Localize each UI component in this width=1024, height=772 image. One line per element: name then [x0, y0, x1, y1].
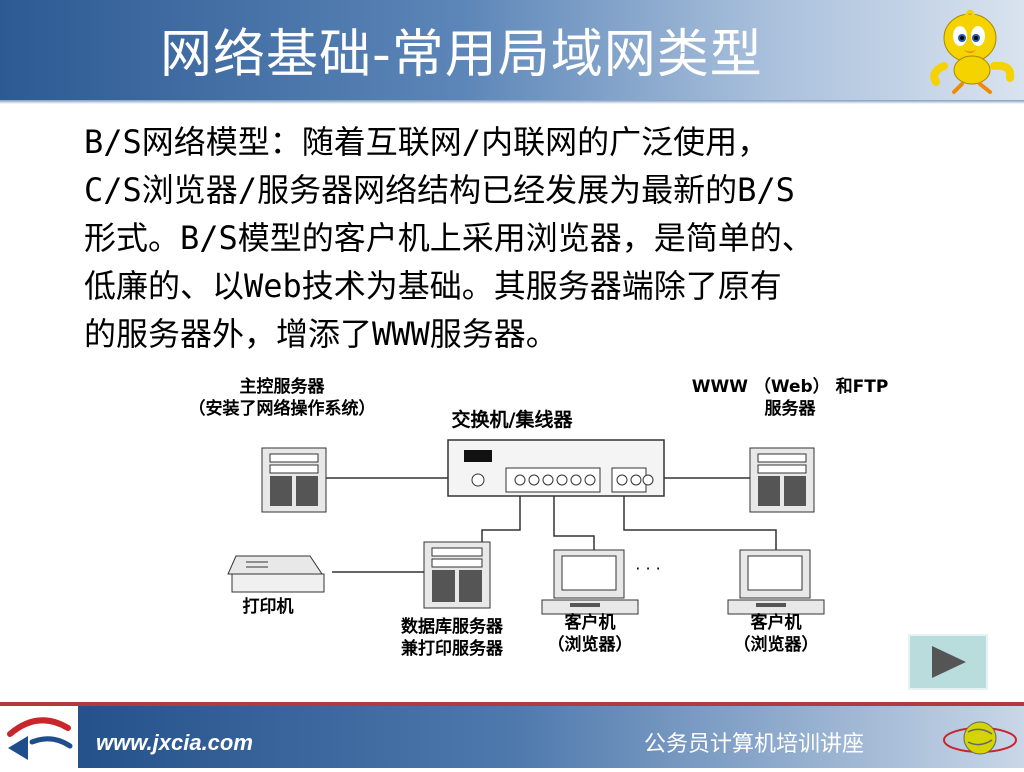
footer-divider [0, 702, 1024, 706]
main-server-label: （安装了网络操作系统） [189, 398, 376, 419]
course-name: 公务员计算机培训讲座 [644, 732, 865, 757]
footer-logo-area [0, 706, 78, 768]
client-label: 客户机 [750, 612, 802, 633]
main-server-icon [261, 447, 327, 513]
globe-orbit-icon [943, 721, 1017, 755]
paragraph-line: 低廉的、以Web技术为基础。其服务器端除了原有 [84, 267, 782, 305]
slide-title: 网络基础-常用局域网类型 [160, 25, 763, 85]
header-divider [0, 100, 1024, 104]
database-server-icon [423, 541, 491, 609]
play-icon [932, 646, 966, 678]
paragraph-line: 的服务器外，增添了WWW服务器。 [84, 315, 558, 353]
client-computer-icon [727, 549, 825, 615]
ellipsis: · · · [635, 559, 660, 578]
jxcia-logo-icon [7, 717, 73, 760]
client-computer-icon [541, 549, 639, 615]
client-label: 客户机 [564, 612, 616, 633]
paragraph-line: 形式。B/S模型的客户机上采用浏览器，是简单的、 [84, 219, 814, 257]
printer-icon [227, 555, 325, 593]
header-bar [0, 0, 1024, 100]
main-server-label: 主控服务器 [240, 376, 326, 397]
client-label: （浏览器） [548, 634, 633, 655]
paragraph-line: B/S网络模型：随着互联网/内联网的广泛使用， [84, 123, 770, 161]
footer-bar [0, 706, 1024, 768]
database-server-label: 兼打印服务器 [401, 638, 504, 659]
web-server-icon [749, 447, 815, 513]
network-cables [324, 477, 777, 573]
database-server-label: 数据库服务器 [401, 616, 504, 637]
client-label: （浏览器） [734, 634, 819, 655]
printer-label: 打印机 [243, 596, 294, 617]
description-paragraph: B/S网络模型：随着互联网/内联网的广泛使用， C/S浏览器/服务器网络结构已经… [84, 118, 964, 358]
web-server-label: 服务器 [765, 398, 817, 419]
tweety-bird-icon [930, 9, 1015, 94]
switch-hub [447, 439, 665, 497]
network-diagram: 主控服务器 （安装了网络操作系统） 交换机/集线器 WWW （Web） 和FTP… [189, 376, 889, 659]
switch-label: 交换机/集线器 [452, 408, 574, 431]
next-slide-button[interactable] [908, 634, 988, 690]
web-server-label: WWW （Web） 和FTP [692, 376, 889, 397]
footer-url-link[interactable]: www.jxcia.com [96, 730, 253, 755]
paragraph-line: C/S浏览器/服务器网络结构已经发展为最新的B/S [84, 171, 795, 209]
